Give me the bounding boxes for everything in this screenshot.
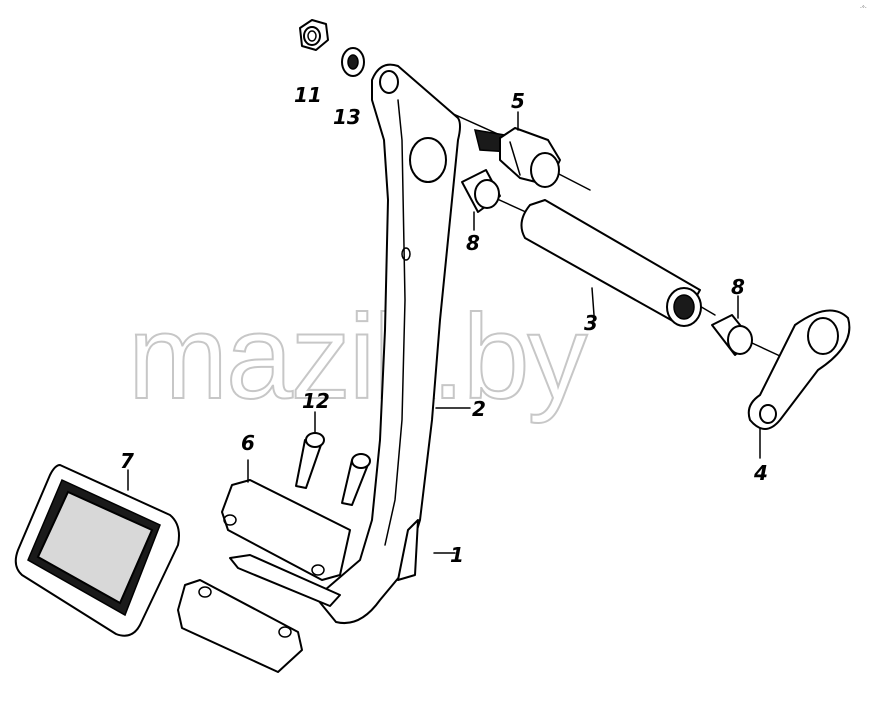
lower-bracket [177,579,303,673]
leader-3 [591,287,595,316]
rivets-12 [295,432,371,506]
callout-5: 5 [511,89,525,113]
pivot-bolt-5 [473,127,561,188]
pivot-tube-3 [520,199,702,327]
callout-6: 6 [241,431,255,455]
corner-mark: ·°· [860,5,867,12]
bushing-8-upper [461,169,501,213]
callout-11: 11 [294,83,322,107]
callout-12: 12 [302,389,330,413]
callout-8-lower: 8 [731,275,745,299]
washer-13 [341,47,365,77]
bushing-8-lower [711,314,753,356]
watermark: mazik.by [128,290,587,424]
callout-7: 7 [120,449,134,473]
callout-8-upper: 8 [466,231,480,255]
link-plate-4 [747,309,851,430]
nut-11 [299,19,329,51]
pad-bracket-6 [221,479,351,607]
rubber-pad-7 [14,464,180,637]
callout-4: 4 [753,461,768,485]
assembly-axis-2 [554,171,591,191]
callout-1: 1 [450,543,464,567]
callout-3: 3 [584,311,598,335]
callout-2: 2 [472,397,486,421]
callout-13: 13 [333,105,361,129]
assembly-axis-5 [751,342,781,357]
assembly-axis-3 [494,197,529,214]
pedal-arm [317,63,461,624]
